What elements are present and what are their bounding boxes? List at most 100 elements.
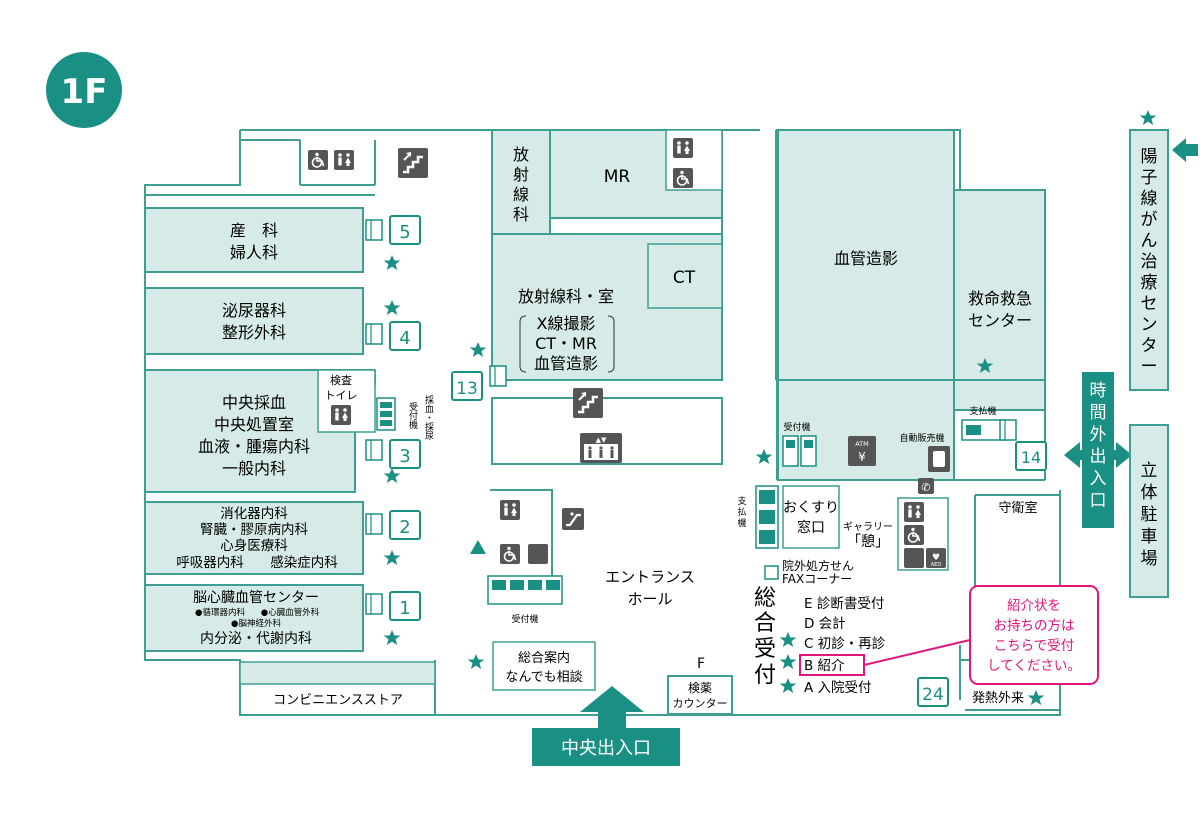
svg-text:療: 療 <box>1141 273 1158 293</box>
svg-text:13: 13 <box>456 379 478 399</box>
svg-text:AED: AED <box>931 562 942 568</box>
svg-text:受付機: 受付機 <box>783 421 810 433</box>
svg-text:FAXコーナー: FAXコーナー <box>782 572 852 586</box>
room-gastro: 消化器内科 腎臓・膠原病内科 心身医療科 呼吸器内科 感染症内科 <box>144 501 364 575</box>
svg-text:自動販売機: 自動販売機 <box>899 432 944 444</box>
info-desk[interactable]: 総合案内 なんでも相談 <box>492 641 596 691</box>
svg-text:セ: セ <box>1141 294 1158 314</box>
svg-text:ホール: ホール <box>627 590 672 608</box>
svg-text:F: F <box>697 656 705 672</box>
svg-text:陽: 陽 <box>1141 147 1158 167</box>
svg-text:こちらで受付: こちらで受付 <box>994 638 1075 654</box>
svg-text:子: 子 <box>1141 168 1158 188</box>
after-hours-entrance[interactable]: 時 間 外 出 入 口 <box>1064 372 1132 528</box>
svg-text:受: 受 <box>754 637 776 662</box>
svg-text:検薬: 検薬 <box>688 681 712 695</box>
toilet-icon <box>500 500 520 520</box>
svg-text:D 会計: D 会計 <box>804 616 846 632</box>
svg-text:立: 立 <box>1141 461 1158 481</box>
room-cardio: 脳心臓血管センター ●循環器内科 ●心臓血管外科 ●脳神経外科 内分泌・代謝内科 <box>144 584 364 652</box>
svg-text:エントランス: エントランス <box>605 568 695 586</box>
svg-text:E 診断書受付: E 診断書受付 <box>804 596 884 612</box>
svg-text:センター: センター <box>968 311 1032 330</box>
svg-text:放射線科・室: 放射線科・室 <box>518 287 614 306</box>
svg-text:3: 3 <box>399 446 410 467</box>
toilet-icon <box>904 502 924 522</box>
svg-text:ギャラリー: ギャラリー <box>843 521 893 533</box>
svg-text:入: 入 <box>1090 469 1107 489</box>
svg-text:トイレ: トイレ <box>325 389 358 402</box>
svg-text:科: 科 <box>513 205 529 224</box>
svg-text:時: 時 <box>1090 381 1107 401</box>
svg-text:●脳神経外科: ●脳神経外科 <box>231 618 281 629</box>
svg-text:してください。: してください。 <box>987 658 1081 674</box>
svg-text:内分泌・代謝内科: 内分泌・代謝内科 <box>200 631 312 647</box>
svg-text:治: 治 <box>1141 252 1158 272</box>
vending-machine-icon <box>928 446 950 472</box>
svg-text:紹介状を: 紹介状を <box>1007 598 1061 614</box>
escalator-icon <box>560 506 586 532</box>
svg-text:合: 合 <box>754 611 776 636</box>
entrance-hall: エントランス ホール <box>605 568 695 608</box>
svg-text:車: 車 <box>1141 527 1158 547</box>
svg-text:CT・MR: CT・MR <box>535 334 597 353</box>
block-13: 13 <box>451 371 483 401</box>
aed-icon <box>926 548 946 568</box>
svg-text:射: 射 <box>513 165 529 184</box>
svg-text:消化器内科: 消化器内科 <box>220 506 288 522</box>
toilet-icon <box>334 150 354 170</box>
svg-text:受付機: 受付機 <box>511 613 538 625</box>
svg-text:コンビニエンスストア: コンビニエンスストア <box>273 693 403 708</box>
svg-text:血液・腫瘍内科: 血液・腫瘍内科 <box>198 437 310 456</box>
radiology: 放 射 線 科 MR CT 放射線科・室 X線撮影 CT・MR 血管造影 <box>491 129 723 381</box>
parking-garage: 立 体 駐 車 場 <box>1129 424 1169 598</box>
svg-text:脳心臓血管センター: 脳心臓血管センター <box>193 590 319 606</box>
svg-text:出: 出 <box>1090 447 1107 467</box>
svg-text:5: 5 <box>399 222 410 243</box>
svg-text:間: 間 <box>1090 403 1107 423</box>
svg-text:中央処置室: 中央処置室 <box>214 415 294 434</box>
svg-text:なんでも相談: なんでも相談 <box>505 669 582 685</box>
svg-text:口: 口 <box>1090 491 1107 511</box>
baby-icon <box>528 544 548 564</box>
svg-text:総: 総 <box>754 586 776 611</box>
room-urology: 泌尿器科 整形外科 <box>144 287 364 355</box>
svg-text:心身医療科: 心身医療科 <box>220 537 288 554</box>
svg-text:2: 2 <box>399 517 410 538</box>
toilet-icon <box>331 405 351 425</box>
atm-icon: ATM ¥ <box>848 436 876 466</box>
svg-text:外: 外 <box>1090 425 1107 445</box>
svg-text:MR: MR <box>604 167 631 187</box>
svg-text:CT: CT <box>673 268 696 288</box>
svg-text:ATM: ATM <box>855 440 869 448</box>
landmark-triangle <box>470 540 486 554</box>
svg-text:機: 機 <box>737 517 746 529</box>
referral-callout: 紹介状を お持ちの方は こちらで受付 してください。 <box>863 585 1099 685</box>
room-central: 中央採血 中央処置室 血液・腫瘍内科 一般内科 検査 トイレ <box>144 369 376 493</box>
emergency-center: 救命救急 センター <box>777 189 1046 481</box>
fever-clinic: 発熱外来 <box>972 691 1024 706</box>
svg-text:▲▼: ▲▼ <box>596 436 607 444</box>
svg-text:1: 1 <box>399 598 410 619</box>
svg-text:おくすり: おくすり <box>783 500 839 516</box>
svg-text:お持ちの方は: お持ちの方は <box>994 618 1075 634</box>
svg-text:一般内科: 一般内科 <box>222 459 286 478</box>
svg-text:4: 4 <box>399 328 410 349</box>
angiography: 血管造影 <box>777 129 955 381</box>
wheelchair-icon <box>499 543 521 565</box>
lab-counter: F 検薬 カウンター <box>673 656 728 710</box>
svg-text:ン: ン <box>1141 315 1158 335</box>
room-obgyn: 産 科 婦人科 <box>144 207 364 273</box>
left-block-markers: 5 4 3 2 1 受付機 採血・採尿 <box>365 215 434 621</box>
svg-text:受付機: 受付機 <box>407 401 418 430</box>
svg-text:●循環器内科: ●循環器内科 <box>195 607 245 618</box>
wheelchair-icon <box>903 524 925 546</box>
svg-text:中央採血: 中央採血 <box>222 393 286 412</box>
elevator-icon: ▲▼ <box>580 433 622 463</box>
svg-text:救命救急: 救命救急 <box>968 289 1032 308</box>
svg-text:採血・採尿: 採血・採尿 <box>423 394 434 440</box>
svg-text:場: 場 <box>1141 549 1158 569</box>
svg-text:腎臓・膠原病内科: 腎臓・膠原病内科 <box>200 522 308 538</box>
central-entrance[interactable]: 中央出入口 <box>532 686 680 766</box>
guard-room: 守衛室 <box>998 500 1037 516</box>
